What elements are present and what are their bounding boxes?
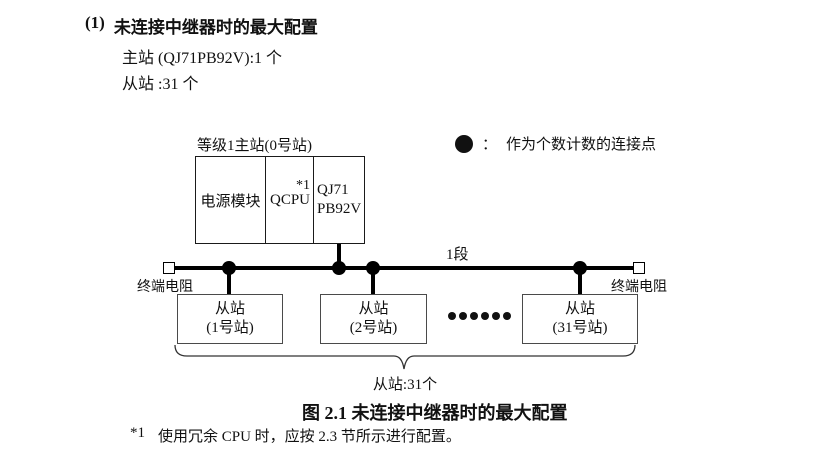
slave31-label-line1: 从站 xyxy=(564,301,595,317)
connection-dot-slave31 xyxy=(573,261,587,275)
master-station-box: 电源模块 *1 QCPU QJ71 PB92V xyxy=(195,156,365,244)
ellipsis-dot xyxy=(481,312,489,320)
terminator-right-icon xyxy=(633,262,645,274)
footnote-text: 使用冗余 CPU 时，应按 2.3 节所示进行配置。 xyxy=(158,429,461,445)
slave-box-1: 从站 (1号站) xyxy=(177,294,283,344)
footnote: *1 使用冗余 CPU 时，应按 2.3 节所示进行配置。 xyxy=(130,425,461,446)
slave1-drop-line xyxy=(227,270,231,296)
figure-caption: 图 2.1 未连接中继器时的最大配置 xyxy=(302,403,568,423)
slave2-label-line1: 从站 xyxy=(358,301,389,317)
terminator-label-right: 终端电阻 xyxy=(611,280,667,295)
ellipsis-dot xyxy=(492,312,500,320)
slave-count-line: 从站 :31 个 xyxy=(122,76,199,93)
segment-label: 1段 xyxy=(446,247,469,263)
qcpu-cell: *1 QCPU xyxy=(266,157,314,243)
connection-dot-slave1 xyxy=(222,261,236,275)
connection-dot-master xyxy=(332,261,346,275)
slave-box-2: 从站 (2号站) xyxy=(320,294,427,344)
power-module-cell: 电源模块 xyxy=(196,157,266,243)
slave1-label-line1: 从站 xyxy=(214,301,245,317)
master-station-label: 等级1主站(0号站) xyxy=(197,138,312,154)
slave-count-brace xyxy=(170,344,640,379)
qcpu-footnote-marker: *1 xyxy=(296,178,310,193)
pb92v-label-line1: QJ71 xyxy=(317,182,349,198)
brace-label: 从站:31个 xyxy=(372,377,438,393)
connection-point-dot-icon xyxy=(455,134,473,153)
bus-line xyxy=(169,266,637,270)
slave31-drop-line xyxy=(578,270,582,296)
legend: ： 作为个数计数的连接点 xyxy=(455,133,656,154)
footnote-marker: *1 xyxy=(130,425,145,441)
ellipsis-dot xyxy=(448,312,456,320)
heading-number: (1) xyxy=(85,13,105,32)
legend-text: 作为个数计数的连接点 xyxy=(506,137,657,153)
ellipsis-dot xyxy=(470,312,478,320)
more-slaves-ellipsis xyxy=(448,312,511,320)
slave-box-31: 从站 (31号站) xyxy=(522,294,638,344)
section-heading: (1) 未连接中继器时的最大配置 xyxy=(85,13,318,38)
master-drop-line xyxy=(337,244,341,268)
slave2-label-line2: (2号站) xyxy=(349,320,398,336)
terminator-label-left: 终端电阻 xyxy=(137,280,193,295)
slave1-label-line2: (1号站) xyxy=(206,320,254,336)
master-count-line: 主站 (QJ71PB92V):1 个 xyxy=(122,50,283,67)
heading-title: 未连接中继器时的最大配置 xyxy=(113,18,318,37)
ellipsis-dot xyxy=(459,312,467,320)
legend-colon: ： xyxy=(482,137,498,153)
terminator-left-icon xyxy=(163,262,175,274)
pb92v-cell: QJ71 PB92V xyxy=(314,157,364,243)
ellipsis-dot xyxy=(503,312,511,320)
connection-dot-slave2 xyxy=(366,261,380,275)
qcpu-label: QCPU xyxy=(270,191,311,208)
slave31-label-line2: (31号站) xyxy=(552,320,608,336)
slave2-drop-line xyxy=(371,270,375,296)
pb92v-label-line2: PB92V xyxy=(317,201,362,217)
